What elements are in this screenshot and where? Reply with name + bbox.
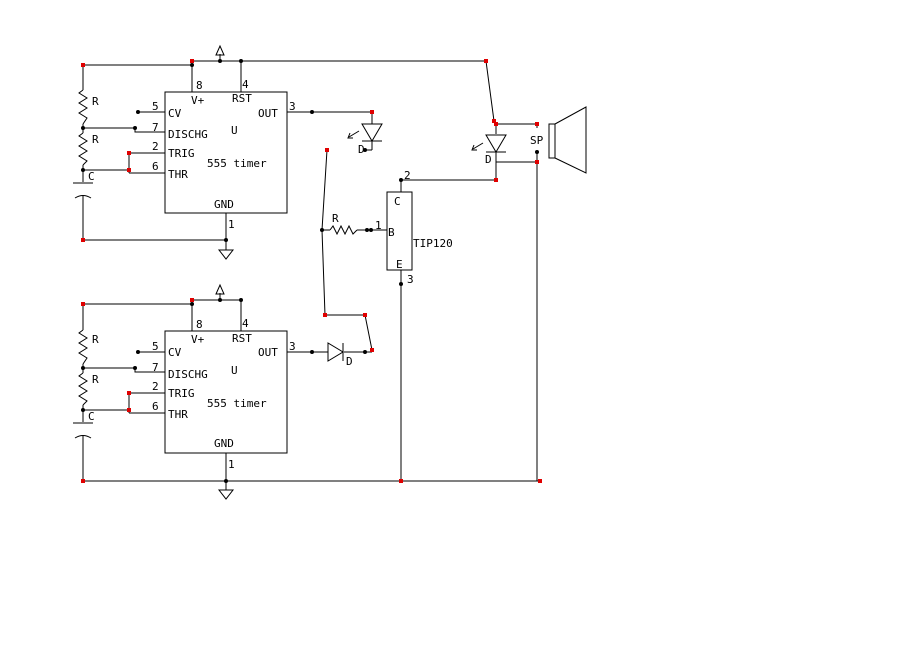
node-markers (81, 59, 542, 483)
pin-num-7: 7 (152, 121, 159, 134)
timer-name: 555 timer (207, 157, 267, 170)
led-top: D (347, 123, 383, 156)
svg-text:D: D (346, 355, 353, 368)
pin-trig: TRIG (168, 387, 195, 400)
timer-bottom: 8 4 3 5 7 2 6 1 V+ RST OUT CV DISCHG TRI… (152, 317, 296, 471)
timer-name: 555 timer (207, 397, 267, 410)
svg-text:C: C (88, 170, 95, 183)
pin-thr: THR (168, 408, 188, 421)
pin-dischg: DISCHG (168, 128, 208, 141)
pin-num-1: 1 (228, 218, 235, 231)
resistor-top-1: R (78, 89, 99, 125)
pin-cv: CV (168, 107, 182, 120)
pin-num-4: 4 (242, 317, 249, 330)
svg-text:R: R (92, 133, 99, 146)
svg-text:R: R (332, 212, 339, 225)
pin-num-2: 2 (152, 140, 159, 153)
transistor-label: TIP120 (413, 237, 453, 250)
base-pin-number: 1 (375, 219, 382, 232)
pin-cv: CV (168, 346, 182, 359)
emitter-pin-number: 3 (407, 273, 414, 286)
svg-text:R: R (92, 373, 99, 386)
svg-text:R: R (92, 95, 99, 108)
pin-vplus: V+ (191, 333, 205, 346)
diode-bottom: D (327, 342, 353, 368)
svg-text:SP: SP (530, 134, 544, 147)
pin-num-6: 6 (152, 400, 159, 413)
pin-gnd: GND (214, 437, 234, 450)
timer-top-body (164, 91, 288, 214)
vcc-symbol-bottom (215, 283, 225, 295)
timer-bottom-body (164, 330, 288, 454)
pin-rst: RST (232, 92, 252, 105)
junction-dots (81, 59, 539, 483)
timer-top: 8 4 3 5 7 2 6 1 V+ RST OUT CV DISCHG TRI… (152, 78, 296, 231)
pin-num-3: 3 (289, 100, 296, 113)
transistor-tip120: C B E TIP120 2 3 (386, 169, 453, 286)
capacitor-top: C (73, 170, 95, 199)
pin-num-2: 2 (152, 380, 159, 393)
vcc-symbol-top (215, 44, 225, 56)
timer-ref: U (231, 124, 238, 137)
pin-gnd: GND (214, 198, 234, 211)
capacitor-bottom: C (73, 410, 95, 439)
pin-trig: TRIG (168, 147, 195, 160)
svg-text:E: E (396, 258, 403, 271)
pin-dischg: DISCHG (168, 368, 208, 381)
svg-text:B: B (388, 226, 395, 239)
led-speaker: D (471, 134, 507, 166)
pin-num-8: 8 (196, 318, 203, 331)
wires (82, 54, 540, 490)
resistor-bottom-1: R (78, 329, 99, 365)
pin-rst: RST (232, 332, 252, 345)
pin-num-7: 7 (152, 361, 159, 374)
timer-ref: U (231, 364, 238, 377)
resistor-base: R 1 (329, 212, 382, 236)
pin-num-6: 6 (152, 160, 159, 173)
svg-text:C: C (88, 410, 95, 423)
pin-thr: THR (168, 168, 188, 181)
collector-pin-number: 2 (404, 169, 411, 182)
pin-num-8: 8 (196, 79, 203, 92)
ground-symbol-top (217, 249, 235, 260)
svg-text:D: D (358, 143, 365, 156)
svg-text:C: C (394, 195, 401, 208)
pin-num-5: 5 (152, 100, 159, 113)
resistor-bottom-2: R (78, 372, 99, 406)
speaker: SP (530, 106, 587, 174)
svg-text:D: D (485, 153, 492, 166)
pin-out: OUT (258, 107, 278, 120)
pin-vplus: V+ (191, 94, 205, 107)
pin-out: OUT (258, 346, 278, 359)
svg-text:R: R (92, 333, 99, 346)
resistor-top-2: R (78, 132, 99, 166)
pin-num-5: 5 (152, 340, 159, 353)
pin-num-4: 4 (242, 78, 249, 91)
pin-num-3: 3 (289, 340, 296, 353)
pin-num-1: 1 (228, 458, 235, 471)
ground-symbol-bottom (217, 489, 235, 500)
